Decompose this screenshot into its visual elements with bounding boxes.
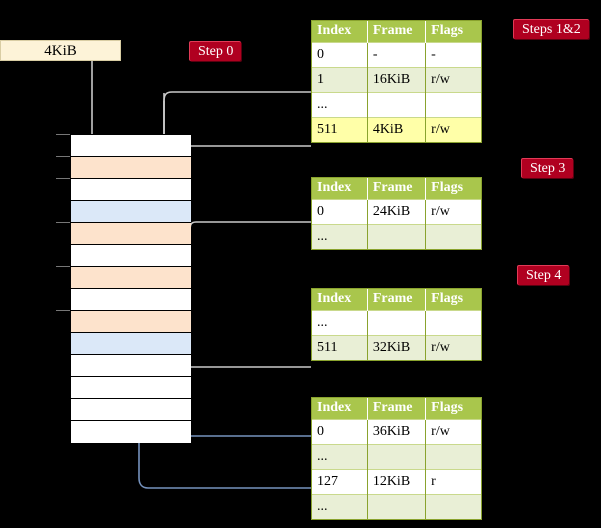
memory-frame-row bbox=[71, 421, 191, 443]
table-cell bbox=[425, 309, 481, 335]
table-cell: ... bbox=[312, 91, 368, 117]
table-cell: ... bbox=[312, 493, 368, 519]
memory-frame-row bbox=[71, 377, 191, 399]
table-row[interactable]: ... bbox=[312, 443, 481, 469]
table-cell bbox=[367, 493, 427, 519]
memory-frame-row bbox=[71, 157, 191, 179]
table-header-frame: Frame bbox=[367, 21, 427, 42]
table-cell: r/w bbox=[425, 418, 481, 444]
table-cell: 4KiB bbox=[367, 116, 427, 142]
table-cell: r/w bbox=[425, 116, 481, 142]
memory-frame-row bbox=[71, 311, 191, 333]
table-header-frame: Frame bbox=[367, 178, 427, 199]
badge-steps-1-2: Steps 1&2 bbox=[513, 19, 589, 39]
table-cell bbox=[425, 223, 481, 249]
memory-row-tick bbox=[56, 134, 70, 135]
memory-frame-row bbox=[71, 201, 191, 223]
table-cell: 0 bbox=[312, 198, 368, 224]
table-cell: ... bbox=[312, 223, 368, 249]
table-row[interactable]: ... bbox=[312, 223, 481, 249]
memory-frame-row bbox=[71, 333, 191, 355]
memory-row-tick bbox=[56, 156, 70, 157]
table-header-frame: Frame bbox=[367, 289, 427, 310]
table-cell: - bbox=[425, 41, 481, 67]
table-header-flags: Flags bbox=[425, 178, 481, 199]
memory-frame-row bbox=[71, 179, 191, 201]
table-cell bbox=[425, 91, 481, 117]
table-cell bbox=[367, 309, 427, 335]
table-header-flags: Flags bbox=[425, 21, 481, 42]
size-label-4kib: 4KiB bbox=[0, 40, 121, 61]
table-header-flags: Flags bbox=[425, 289, 481, 310]
table-cell: 32KiB bbox=[367, 334, 427, 360]
table-row[interactable]: ... bbox=[312, 91, 481, 117]
table-cell: 16KiB bbox=[367, 66, 427, 92]
memory-frame-row bbox=[71, 289, 191, 311]
table-cell: 0 bbox=[312, 418, 368, 444]
memory-frame-row bbox=[71, 135, 191, 157]
table-cell: 0 bbox=[312, 41, 368, 67]
badge-step-3: Step 3 bbox=[521, 158, 574, 178]
memory-frame-row bbox=[71, 267, 191, 289]
table-header-index: Index bbox=[312, 21, 368, 42]
table-row[interactable]: ... bbox=[312, 309, 481, 335]
table-cell bbox=[425, 443, 481, 469]
physical-memory-column bbox=[70, 134, 191, 443]
memory-row-tick bbox=[56, 178, 70, 179]
badge-step-0: Step 0 bbox=[189, 41, 242, 61]
table-cell: r/w bbox=[425, 198, 481, 224]
table-cell: 127 bbox=[312, 468, 368, 494]
table-row[interactable]: 0-- bbox=[312, 41, 481, 67]
table-header-index: Index bbox=[312, 398, 368, 419]
table-cell bbox=[367, 91, 427, 117]
table-cell: r bbox=[425, 468, 481, 494]
table-header-frame: Frame bbox=[367, 398, 427, 419]
table-cell: - bbox=[367, 41, 427, 67]
table-cell: 12KiB bbox=[367, 468, 427, 494]
memory-frame-row bbox=[71, 399, 191, 421]
table-header-index: Index bbox=[312, 289, 368, 310]
wire-table2-to-memory bbox=[176, 221, 311, 299]
table-cell: ... bbox=[312, 309, 368, 335]
memory-row-tick bbox=[56, 310, 70, 311]
memory-row-tick bbox=[56, 222, 70, 223]
table-cell bbox=[367, 443, 427, 469]
memory-frame-row bbox=[71, 245, 191, 267]
table-cell: 511 bbox=[312, 116, 368, 142]
table-cell bbox=[367, 223, 427, 249]
table-cell: r/w bbox=[425, 334, 481, 360]
table-header-index: Index bbox=[312, 178, 368, 199]
table-cell: 24KiB bbox=[367, 198, 427, 224]
table-header-flags: Flags bbox=[425, 398, 481, 419]
table-cell: ... bbox=[312, 443, 368, 469]
memory-row-tick bbox=[56, 266, 70, 267]
table-cell bbox=[425, 493, 481, 519]
table-cell: 1 bbox=[312, 66, 368, 92]
table-cell: r/w bbox=[425, 66, 481, 92]
table-cell: 511 bbox=[312, 334, 368, 360]
badge-step-4: Step 4 bbox=[517, 265, 570, 285]
memory-frame-row bbox=[71, 223, 191, 245]
table-cell: 36KiB bbox=[367, 418, 427, 444]
memory-frame-row bbox=[71, 355, 191, 377]
table-row[interactable]: ... bbox=[312, 493, 481, 519]
